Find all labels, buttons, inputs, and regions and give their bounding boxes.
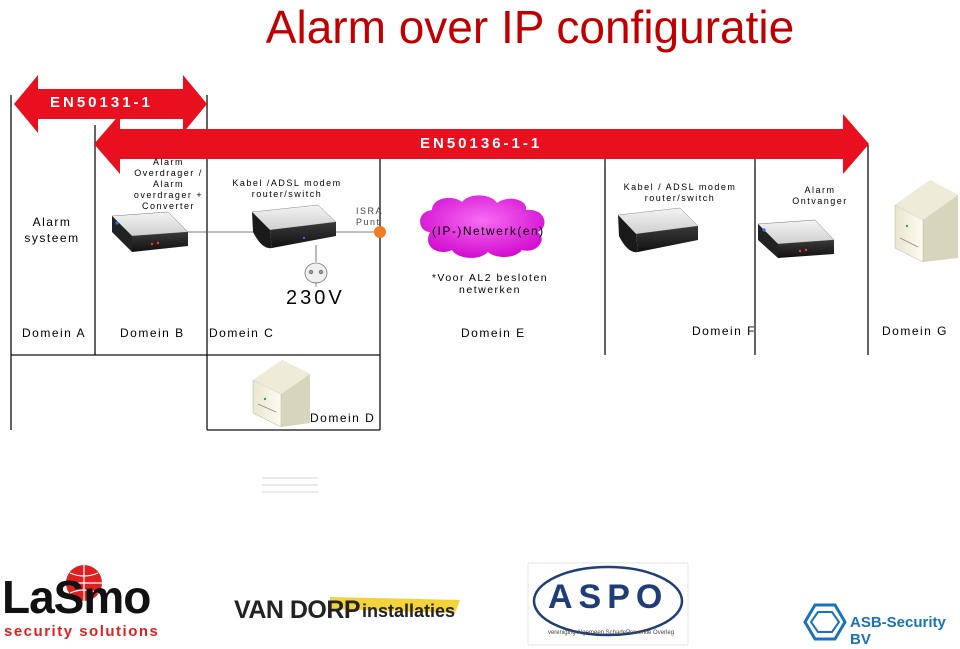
vandorp-flash-icon (330, 597, 460, 613)
lasmo-globe-icon (66, 565, 102, 601)
domain-b-label: Domein B (120, 326, 185, 340)
ontvanger-device (757, 219, 835, 258)
modem-left-label: Kabel /ADSL modem router/switch (232, 178, 342, 199)
page-title: Alarm over IP configuratie (265, 1, 795, 53)
netwerk-label: (IP-)Netwerk(en) (432, 224, 545, 238)
note-label: *Voor AL2 besloten netwerken (431, 272, 549, 296)
domain-e-label: Domein E (461, 326, 526, 340)
lasmo-tagline: security solutions (4, 623, 160, 640)
en50136-arrow (94, 114, 869, 174)
alarm-systeem-label: Alarm systeem (24, 215, 80, 245)
server-d-device (252, 360, 310, 428)
asb-logo-icon (803, 603, 847, 641)
en50136-label: EN50136-1-1 (420, 135, 543, 152)
vandorp-logo-text: VAN DORP (234, 596, 361, 624)
en50131-label: EN50131-1 (50, 94, 153, 111)
lasmo-logo-text: LaSmo (2, 571, 151, 623)
overdrager-label: Alarm Overdrager / Alarm overdrager + Co… (133, 157, 204, 211)
modem-left-device (251, 204, 337, 249)
domain-a-label: Domein A (22, 326, 87, 340)
overdrager-device (111, 211, 189, 252)
server-g-device (894, 180, 958, 263)
domain-c-label: Domein C (209, 326, 275, 340)
en50131-arrow (14, 75, 207, 133)
isra-punt-icon (374, 226, 386, 238)
ontvanger-label: Alarm Ontvanger (792, 185, 848, 206)
domain-g-label: Domein G (882, 324, 949, 338)
network-cloud-icon (420, 195, 545, 258)
asb-logo-text: ASB-Security BV (850, 614, 946, 648)
aspo-logo (527, 562, 689, 646)
isra-punt-label: ISRA Punt (356, 206, 383, 227)
modem-right-device (617, 207, 699, 253)
modem-right-label: Kabel / ADSL modem router/switch (623, 182, 737, 203)
aspo-logo-text: ASPO (548, 578, 669, 616)
power-plug-icon (304, 262, 328, 287)
vandorp-logo-sub: installaties (362, 601, 456, 621)
aspo-tagline: vereniging Algemeen SchadePreventie Over… (547, 630, 675, 636)
power-label: 230V (286, 287, 345, 309)
domain-f-label: Domein F (692, 324, 757, 338)
domain-d-label: Domein D (310, 411, 376, 425)
